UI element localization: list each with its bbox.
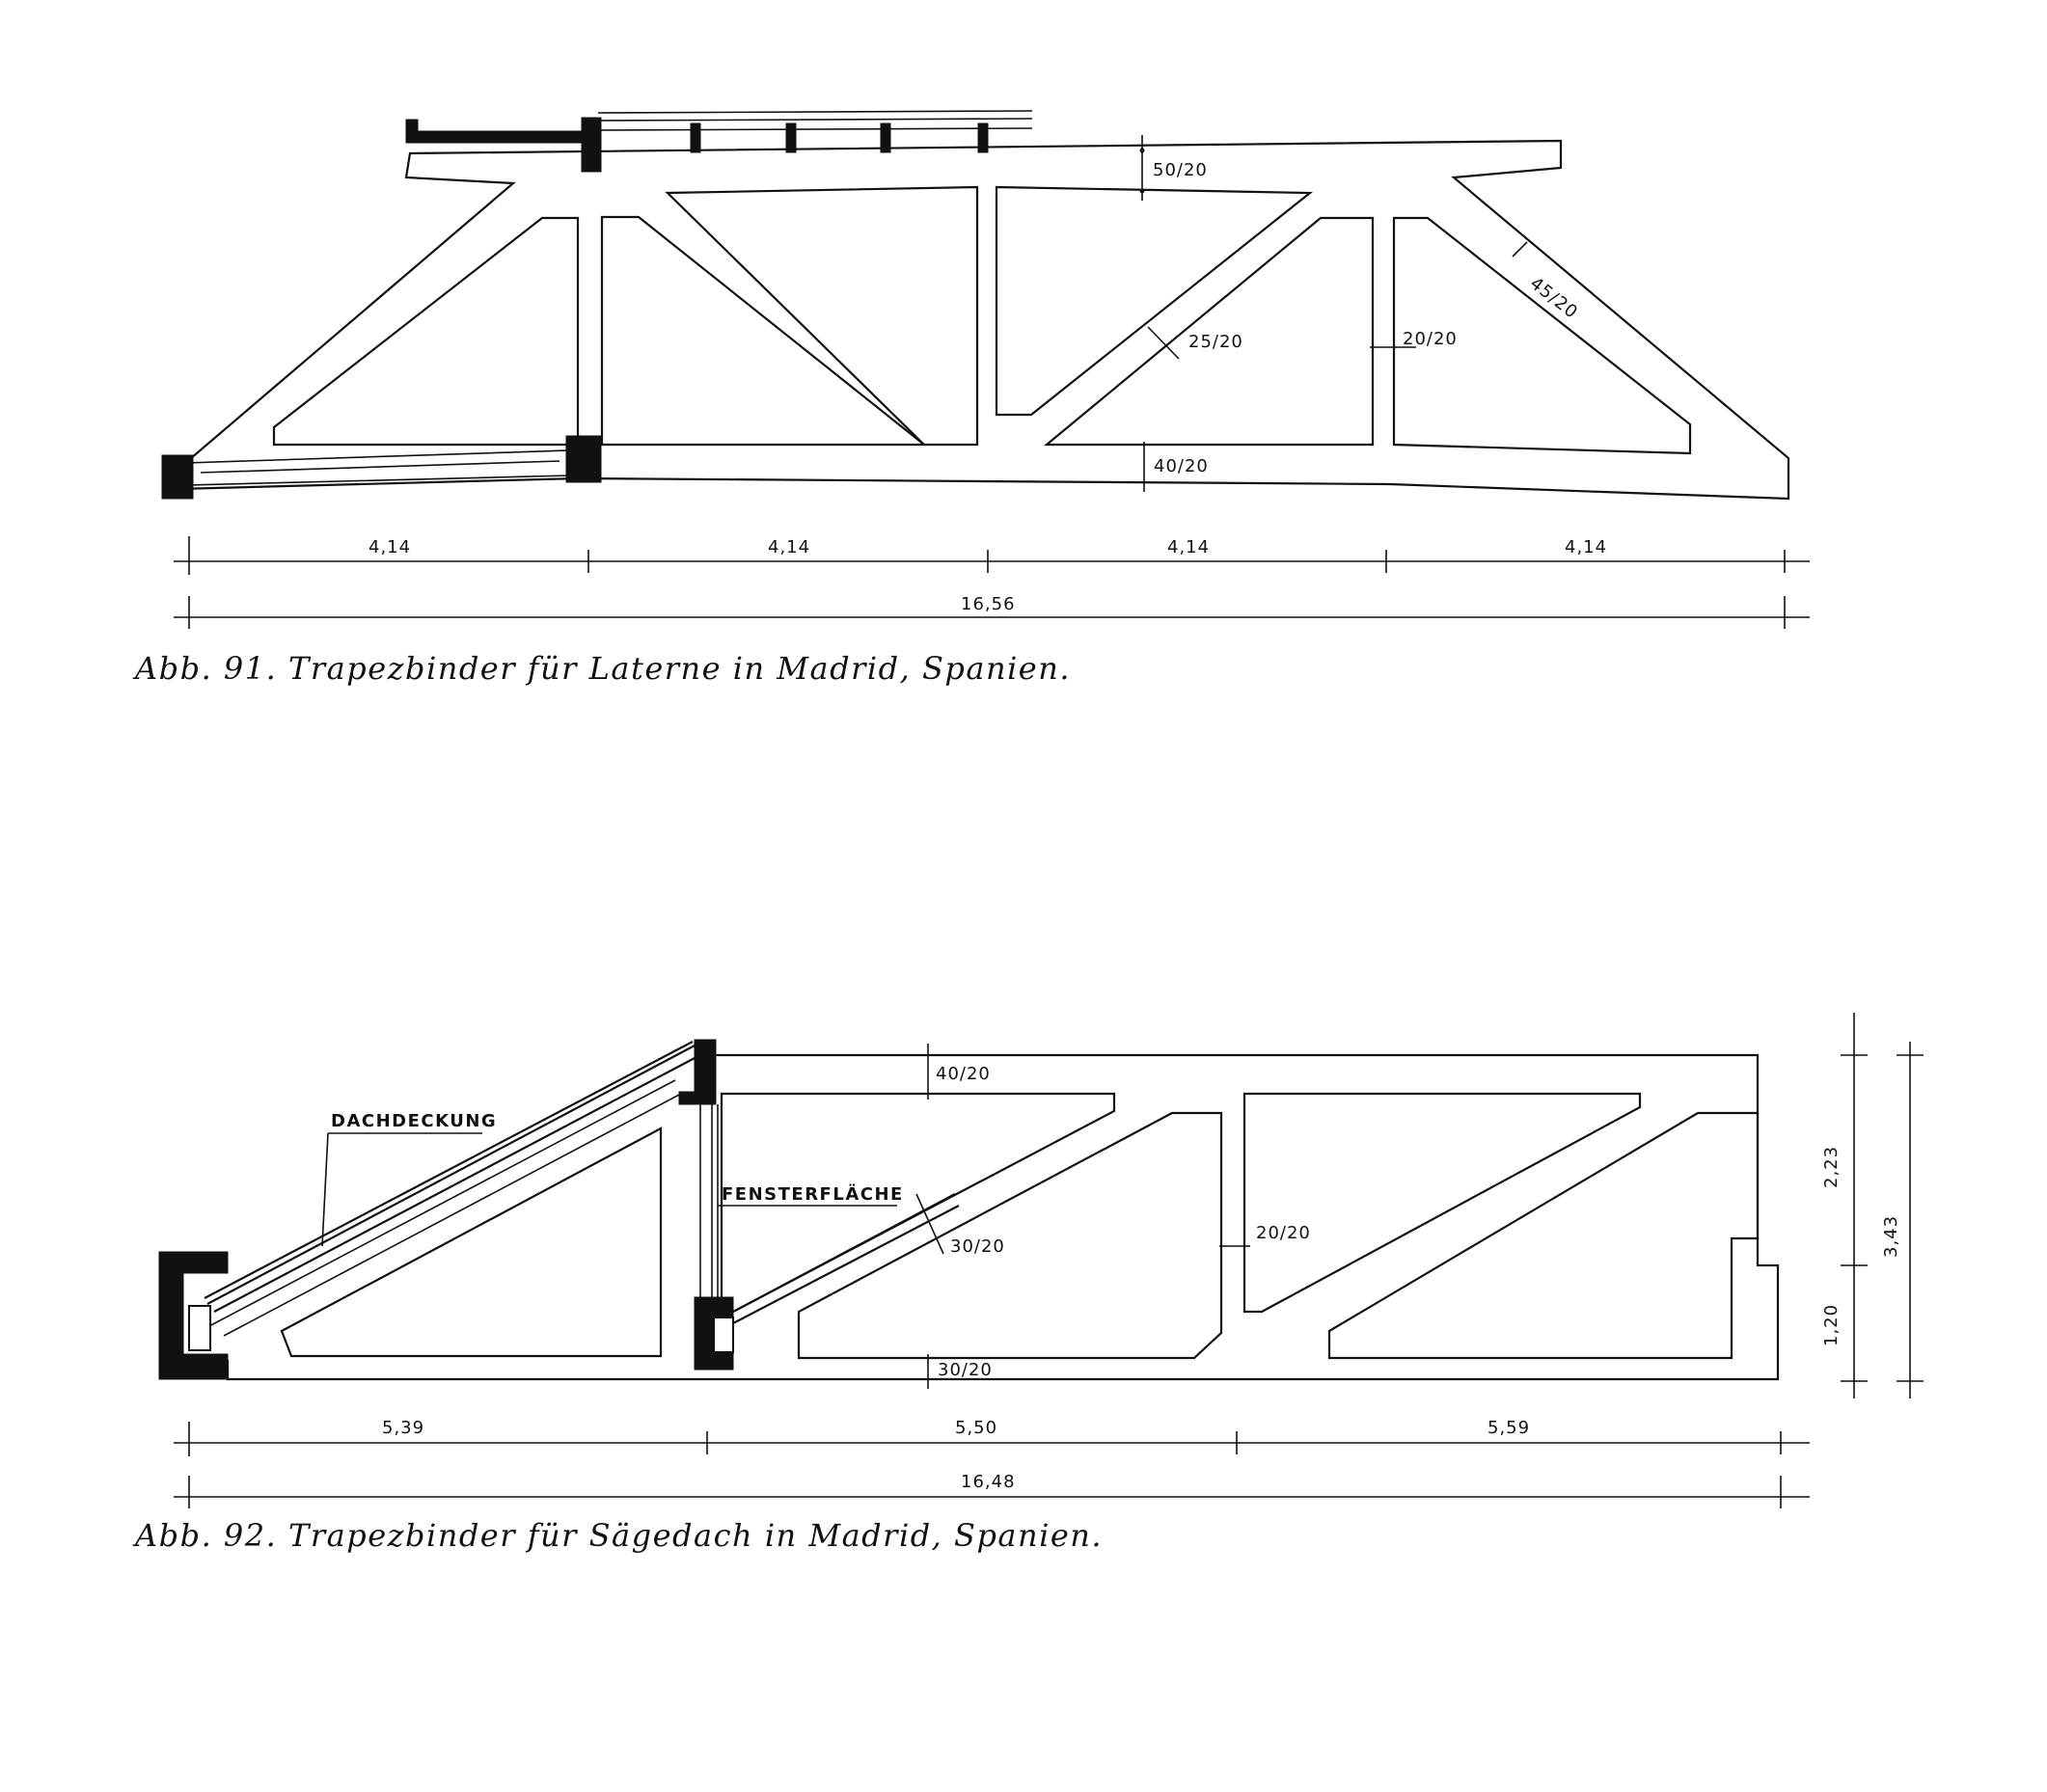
- opening-3: [665, 185, 979, 447]
- top-chord-label: 50/20: [1153, 160, 1208, 180]
- span-dimension-line-2: [174, 1422, 1810, 1456]
- opening-2-5: [1327, 1111, 1760, 1360]
- total-span: 16,56: [961, 594, 1016, 614]
- span-dimension-line: [174, 536, 1810, 575]
- truss-lantern-figure: 50/20 45/20 25/20 20/20 40/20 4,14 4,14 …: [132, 110, 1810, 687]
- outer-diagonal-label: 45/20: [1526, 273, 1582, 323]
- opening-6: [1392, 216, 1692, 455]
- span-1: 4,14: [368, 537, 411, 557]
- opening-4: [995, 185, 1314, 417]
- lantern-support: [581, 117, 602, 173]
- opening-2-3: [797, 1111, 1223, 1360]
- bottom-chord-label: 40/20: [1154, 456, 1209, 476]
- support-mid-2: [678, 1039, 717, 1105]
- span-2-1: 5,39: [382, 1418, 424, 1438]
- bearing-pad-left: [188, 1305, 211, 1351]
- diagonal-label-2: 30/20: [950, 1236, 1005, 1257]
- bearing-pad-mid: [713, 1317, 734, 1353]
- bottom-chord-label-2: 30/20: [938, 1360, 993, 1380]
- support-left: [161, 454, 194, 500]
- member-dim-ticks: [1139, 135, 1528, 492]
- total-dimension-line: [174, 596, 1810, 629]
- window-frame: [699, 1104, 719, 1312]
- height-total: 3,43: [1881, 1215, 1901, 1258]
- opening-2: [600, 215, 928, 447]
- vertical-label-2: 20/20: [1256, 1223, 1311, 1243]
- span-3: 4,14: [1167, 537, 1210, 557]
- gutter-beam: [405, 130, 586, 144]
- roofing: [204, 1041, 960, 1337]
- figure-caption-92: Abb. 92. Trapezbinder für Sägedach in Ma…: [132, 1517, 1103, 1554]
- height-lower: 1,20: [1821, 1304, 1842, 1346]
- height-dimension-line: [1841, 1013, 1924, 1398]
- opening-5: [1043, 216, 1375, 447]
- top-chord-label-2: 40/20: [936, 1064, 991, 1084]
- span-4: 4,14: [1565, 537, 1607, 557]
- figure-caption-91: Abb. 91. Trapezbinder für Laterne in Mad…: [132, 650, 1071, 687]
- height-upper: 2,23: [1821, 1146, 1842, 1188]
- opening-2-1: [280, 1127, 663, 1358]
- span-2: 4,14: [768, 537, 810, 557]
- vertical-label: 20/20: [1403, 329, 1458, 349]
- lower-gutter: [185, 449, 570, 486]
- fensterflaeche-label: FENSTERFLÄCHE: [722, 1183, 904, 1205]
- lantern-glazing: [597, 110, 1033, 153]
- total-span-2: 16,48: [961, 1472, 1016, 1492]
- dachdeckung-label: DACHDECKUNG: [331, 1111, 497, 1131]
- support-left-2: [158, 1251, 229, 1380]
- span-2-3: 5,59: [1487, 1418, 1530, 1438]
- opening-2-4: [1242, 1092, 1642, 1314]
- opening-1: [272, 216, 580, 447]
- span-2-2: 5,50: [955, 1418, 997, 1438]
- inner-diagonal-label: 25/20: [1188, 332, 1243, 352]
- support-mid: [565, 435, 602, 483]
- truss-sawtooth-figure: DACHDECKUNG FENSTERFLÄCHE 30/20 40/20 20…: [132, 1013, 1924, 1554]
- total-dimension-line-2: [174, 1476, 1810, 1508]
